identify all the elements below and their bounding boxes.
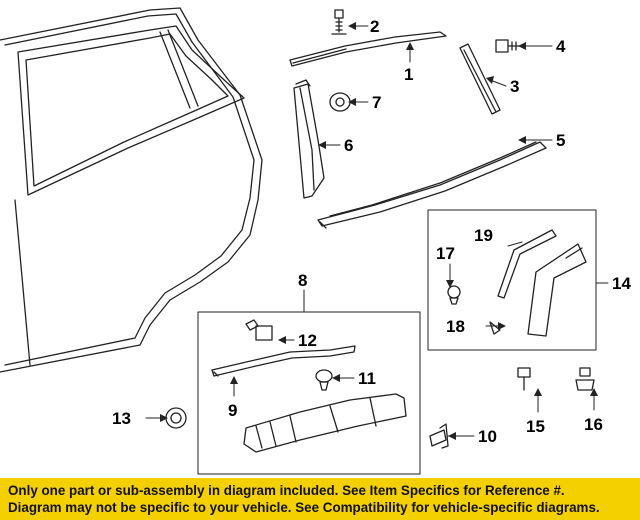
part-13-clip bbox=[165, 407, 187, 429]
disclaimer-banner: Only one part or sub-assembly in diagram… bbox=[0, 478, 640, 520]
callout-19: 19 bbox=[474, 226, 493, 245]
callout-16: 16 bbox=[584, 415, 603, 434]
part-11-clip bbox=[315, 369, 333, 391]
callout-7: 7 bbox=[372, 93, 381, 112]
part-9-molding bbox=[211, 345, 356, 377]
quarter-trim-piece bbox=[527, 243, 587, 337]
callout-15: 15 bbox=[526, 417, 545, 436]
callout-2: 2 bbox=[370, 17, 379, 36]
inset-box-8 bbox=[197, 311, 421, 475]
part-12-clip bbox=[245, 319, 273, 341]
callout-13: 13 bbox=[112, 409, 131, 428]
part-10-clip bbox=[429, 423, 449, 449]
part-5-weatherstrip bbox=[317, 141, 547, 229]
callout-10: 10 bbox=[478, 427, 497, 446]
callout-14: 14 bbox=[612, 274, 631, 293]
callout-8: 8 bbox=[298, 271, 307, 290]
rear-door-illustration bbox=[0, 7, 263, 373]
callout-9: 9 bbox=[228, 401, 237, 420]
callout-11: 11 bbox=[358, 369, 376, 388]
part-16-nut bbox=[575, 367, 595, 391]
callout-1: 1 bbox=[404, 65, 413, 84]
part-6-applique bbox=[293, 79, 325, 199]
disclaimer-line-2: Diagram may not be specific to your vehi… bbox=[8, 500, 600, 515]
part-3-trim bbox=[459, 43, 501, 115]
callout-17: 17 bbox=[436, 244, 455, 263]
callout-5: 5 bbox=[556, 131, 565, 150]
part-7-grommet bbox=[329, 92, 351, 112]
part-17-clip bbox=[447, 285, 461, 305]
callout-3: 3 bbox=[510, 77, 519, 96]
lower-garnish-panel bbox=[243, 393, 407, 453]
callout-12: 12 bbox=[298, 331, 317, 350]
part-19-trim bbox=[497, 229, 557, 299]
callout-6: 6 bbox=[344, 136, 353, 155]
disclaimer-line-1: Only one part or sub-assembly in diagram… bbox=[8, 483, 565, 498]
part-15-bolt bbox=[517, 367, 531, 391]
inset-box-14 bbox=[427, 209, 597, 351]
callout-18: 18 bbox=[446, 317, 465, 336]
callout-4: 4 bbox=[556, 37, 566, 56]
part-1-molding bbox=[289, 31, 447, 67]
part-2-screw bbox=[331, 9, 347, 35]
parts-diagram: 2 1 4 3 7 5 6 19 17 14 8 18 12 11 9 13 1… bbox=[0, 7, 631, 475]
part-4-clip bbox=[495, 39, 521, 53]
